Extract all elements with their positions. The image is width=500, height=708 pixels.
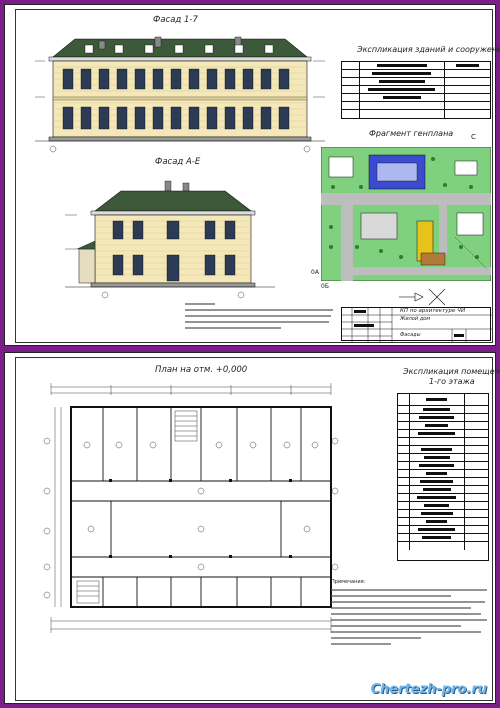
table-row — [398, 414, 488, 422]
sheet-2-frame — [15, 357, 493, 701]
table-row — [398, 422, 488, 430]
genplan-title: Фрагмент генплана — [369, 129, 454, 138]
table-row — [398, 430, 488, 438]
stamp-sheet: Фасады — [400, 332, 421, 338]
genplan-axis-0a: 0А — [311, 269, 319, 276]
table-row — [342, 110, 490, 118]
buildings-table-title: Экспликация зданий и сооружений — [357, 45, 500, 54]
sheet-1-frame — [15, 9, 493, 343]
facade-1-7-title: Фасад 1-7 — [153, 15, 198, 25]
facade-a-e-title: Фасад А-Е — [155, 157, 201, 167]
notes-title: Примечания: — [331, 579, 366, 585]
table-row — [398, 502, 488, 510]
table-row — [398, 510, 488, 518]
table-row — [398, 462, 488, 470]
table-row — [398, 518, 488, 526]
genplan-axis-0b: 0Б — [321, 283, 329, 290]
stamp-subtitle: Жилой дом — [400, 316, 431, 322]
title-stamp: КП по архитектуре ЧИ Жилой дом Фасады — [341, 307, 492, 342]
table-row — [398, 542, 488, 550]
rooms-table-title: Экспликация помещений — [403, 367, 500, 376]
sheet-2-notes — [331, 589, 487, 645]
north-arrow-icon — [399, 288, 446, 306]
table-row — [398, 406, 488, 414]
stamp-grid — [342, 308, 492, 342]
table-row — [398, 470, 488, 478]
table-row — [342, 78, 490, 86]
table-row — [342, 70, 490, 78]
rooms-table-subtitle: 1-го этажа — [429, 377, 475, 386]
drawing-sheet-1: Фасад 1-7 — [4, 4, 500, 346]
table-row — [398, 486, 488, 494]
facade-a-e-drawing — [65, 180, 275, 299]
table-row — [398, 494, 488, 502]
table-row — [398, 526, 488, 534]
table-row — [398, 446, 488, 454]
genplan-axis-c: С — [471, 133, 476, 141]
table-row — [342, 94, 490, 102]
watermark-text: Chertezh-pro.ru — [370, 682, 487, 697]
facade-1-7-drawing — [35, 36, 325, 153]
table-row — [342, 86, 490, 94]
table-row — [398, 478, 488, 486]
genplan-map — [321, 147, 491, 281]
table-row — [398, 394, 488, 406]
table-row — [398, 454, 488, 462]
drawing-sheet-2: План на отм. +0,000 — [4, 352, 500, 704]
plan-title: План на отм. +0,000 — [155, 365, 248, 375]
table-row — [342, 62, 490, 70]
floor-plan-drawing — [43, 383, 339, 633]
table-row — [342, 102, 490, 110]
stamp-title: КП по архитектуре ЧИ — [400, 308, 466, 314]
table-row — [398, 534, 488, 542]
rooms-table — [397, 393, 489, 561]
table-row — [398, 438, 488, 446]
sheet-1-notes — [185, 303, 333, 329]
buildings-table — [341, 61, 491, 119]
